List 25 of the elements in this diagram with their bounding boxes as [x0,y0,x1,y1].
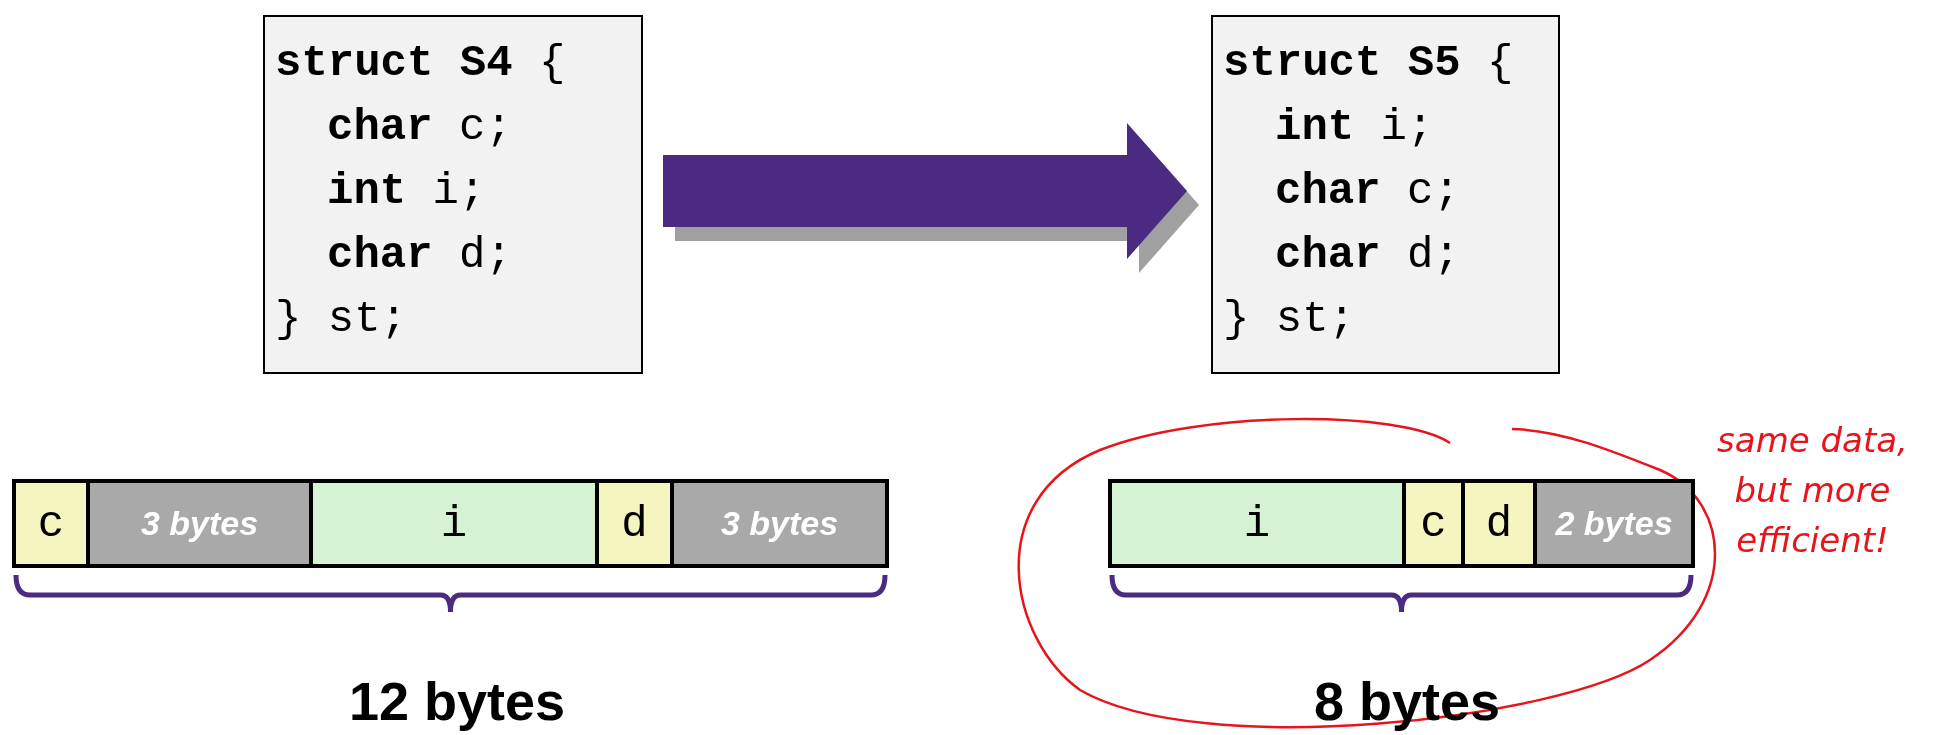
code-box [1211,15,1560,374]
code-box [263,15,643,374]
code-line: } st; [1223,293,1356,346]
padding-size: 2 bytes [1555,504,1673,543]
size-label: 12 bytes [348,670,566,732]
code-line: char c; [1275,165,1460,218]
code-line: } st; [275,293,408,346]
code-line: char d; [327,229,512,282]
field-name: d [1485,498,1513,549]
block-arrow [663,123,1199,273]
code-line: int i; [1275,101,1434,154]
field-name: c [37,498,65,549]
handwritten-note: same data, but more efficient! [1716,419,1909,562]
field-name: i [1243,498,1271,549]
code-line: int i; [327,165,486,218]
padding-size: 3 bytes [140,504,259,543]
field-name: d [621,498,648,549]
code-line: char d; [1275,229,1460,282]
field-name: i [440,498,468,549]
code-line: char c; [327,101,512,154]
code-line: struct S4 { [275,37,566,90]
padding-size: 3 bytes [720,504,839,543]
size-label: 8 bytes [1313,670,1501,732]
field-name: c [1420,498,1447,549]
code-line: struct S5 { [1223,37,1514,90]
